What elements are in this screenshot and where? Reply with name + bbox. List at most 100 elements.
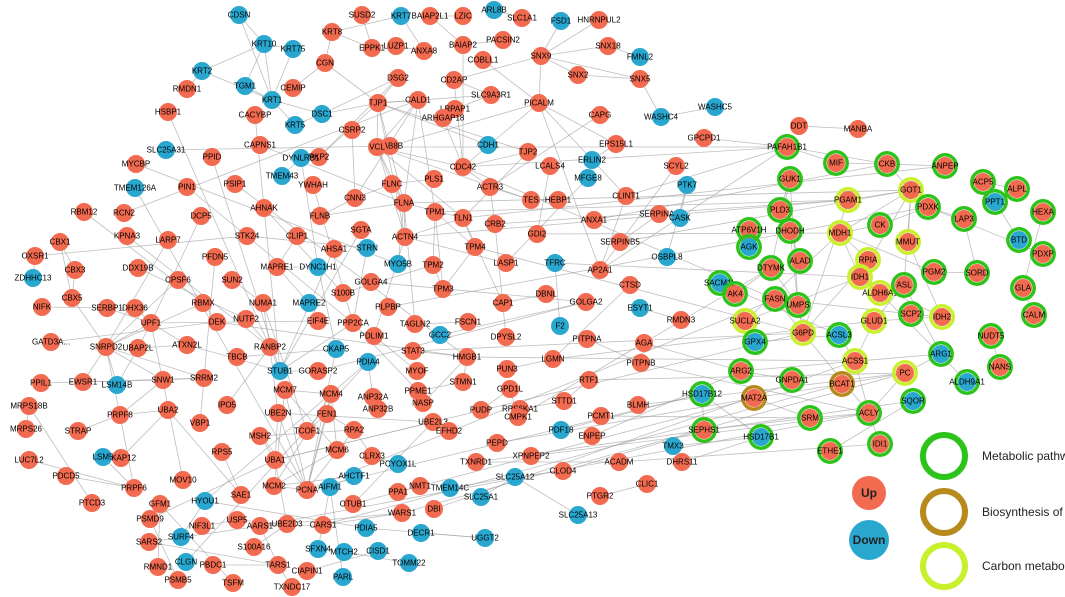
node-CACYBP[interactable]: CACYBP: [239, 106, 272, 124]
node-SARS2[interactable]: SARS2: [136, 533, 163, 551]
node-STAT3[interactable]: STAT3: [401, 342, 425, 360]
node-TOMM22[interactable]: TOMM22: [392, 554, 426, 572]
node-MOV10[interactable]: MOV10: [169, 471, 197, 489]
node-STRAP[interactable]: STRAP: [65, 422, 92, 440]
node-FSCN1[interactable]: FSCN1: [455, 313, 482, 331]
node-KRT10[interactable]: KRT10: [252, 35, 277, 53]
node-PPP2CA[interactable]: PPP2CA: [337, 314, 369, 332]
node-CAP1[interactable]: CAP1: [493, 294, 514, 312]
node-CISD1[interactable]: CISD1: [366, 542, 390, 560]
node-DDT[interactable]: DDT: [790, 117, 808, 135]
node-IDH2[interactable]: IDH2: [929, 304, 955, 330]
node-LZIC[interactable]: LZIC: [454, 7, 472, 25]
node-PPA1[interactable]: PPA1: [388, 483, 408, 501]
node-SUN2[interactable]: SUN2: [221, 271, 243, 289]
node-FLNB[interactable]: FLNB: [310, 207, 330, 225]
node-DHRS11[interactable]: DHRS11: [667, 453, 699, 471]
node-ENPEP[interactable]: ENPEP: [578, 427, 606, 445]
node-LCALS4[interactable]: LCALS4: [535, 157, 565, 175]
node-SURF4[interactable]: SURF4: [168, 528, 195, 546]
node-NUMA1[interactable]: NUMA1: [249, 294, 278, 312]
node-OTUB1[interactable]: OTUB1: [340, 495, 367, 513]
node-CARS1[interactable]: CARS1: [310, 516, 337, 534]
node-NASP[interactable]: NASP: [412, 394, 434, 412]
node-SORD[interactable]: SORD: [964, 260, 990, 286]
node-DDX19B[interactable]: DDX19B: [122, 259, 154, 277]
node-LGMN[interactable]: LGMN: [541, 350, 565, 368]
node-RAB8B[interactable]: RAB8B: [377, 137, 403, 155]
node-EPPK1[interactable]: EPPK1: [359, 39, 385, 57]
node-GOLGA4[interactable]: GOLGA4: [355, 273, 388, 291]
node-DYNLRB1[interactable]: DYNLRB1: [283, 149, 320, 167]
node-CIAPIN1[interactable]: CIAPIN1: [291, 562, 323, 580]
node-SERPINB5[interactable]: SERPINB5: [600, 233, 640, 251]
node-CNN3[interactable]: CNN3: [344, 189, 366, 207]
node-ACLY[interactable]: ACLY: [856, 400, 882, 426]
node-GORASP2[interactable]: GORASP2: [299, 362, 338, 380]
node-NMT1[interactable]: NMT1: [409, 477, 431, 495]
node-SRM[interactable]: SRM: [797, 405, 823, 431]
node-UBE2N[interactable]: UBE2N: [265, 404, 292, 422]
node-LSM5[interactable]: LSM5: [93, 448, 114, 466]
node-ASL[interactable]: ASL: [891, 272, 917, 298]
node-ARG1[interactable]: ARG1: [928, 341, 954, 367]
node-CBX5[interactable]: CBX5: [62, 289, 83, 307]
node-EIF4E[interactable]: EIF4E: [307, 312, 329, 330]
node-BCAT1[interactable]: BCAT1: [829, 371, 855, 397]
node-ACP5[interactable]: ACP5: [970, 169, 996, 195]
node-HSBP1[interactable]: HSBP1: [155, 103, 182, 121]
node-GUK1[interactable]: GUK1: [777, 166, 803, 192]
node-PSIP1[interactable]: PSIP1: [224, 175, 247, 193]
node-NIF3L1[interactable]: NIF3L1: [189, 517, 216, 535]
node-PTK7[interactable]: PTK7: [677, 176, 698, 194]
node-TMEM14C[interactable]: TMEM14C: [431, 479, 469, 497]
node-GPX4[interactable]: GPX4: [742, 329, 768, 355]
node-CALM[interactable]: CALM: [1021, 302, 1047, 328]
node-CKB[interactable]: CKB: [874, 151, 900, 177]
node-PRPF8[interactable]: PRPF8: [107, 406, 133, 424]
node-CLGN[interactable]: CLGN: [175, 553, 197, 571]
node-ALAD[interactable]: ALAD: [787, 248, 813, 274]
node-PDCD5[interactable]: PDCD5: [52, 467, 80, 485]
node-NIFK[interactable]: NIFK: [33, 298, 52, 316]
node-MYOF[interactable]: MYOF: [405, 362, 429, 380]
node-AGK[interactable]: AGK: [736, 234, 762, 260]
node-ALPL[interactable]: ALPL: [1004, 176, 1030, 202]
node-BAIAP2[interactable]: BAIAP2: [449, 36, 478, 54]
node-DECR1[interactable]: DECR1: [407, 524, 435, 542]
node-EWSR1[interactable]: EWSR1: [69, 373, 98, 391]
node-SNX9[interactable]: SNX9: [531, 47, 552, 65]
node-NUTF2[interactable]: NUTF2: [233, 310, 259, 328]
node-UBA1[interactable]: UBA1: [265, 451, 286, 469]
node-SNX5[interactable]: SNX5: [630, 70, 651, 88]
node-HSD17B12[interactable]: HSD17B12: [682, 381, 723, 407]
node-PDIA5[interactable]: PDIA5: [354, 519, 378, 537]
node-ACSS1[interactable]: ACSS1: [842, 348, 869, 374]
node-PC[interactable]: PC: [892, 360, 918, 386]
node-MYCBP[interactable]: MYCBP: [122, 155, 150, 173]
node-PPT1[interactable]: PPT1: [982, 189, 1008, 215]
node-PCMT1[interactable]: PCMT1: [587, 407, 615, 425]
node-PSMB5[interactable]: PSMB5: [164, 571, 192, 589]
node-UBE2D3[interactable]: UBE2D3: [271, 515, 303, 533]
node-PKP2[interactable]: PKP2: [309, 148, 330, 166]
node-EFHD2[interactable]: EFHD2: [436, 422, 463, 440]
node-STTD1[interactable]: STTD1: [551, 392, 577, 410]
node-LARP7[interactable]: LARP7: [155, 231, 181, 249]
node-KRT75[interactable]: KRT75: [281, 40, 306, 58]
node-PDXK[interactable]: PDXK: [915, 194, 941, 220]
node-MCM6[interactable]: MCM6: [325, 441, 349, 459]
node-RBMX[interactable]: RBMX: [191, 294, 215, 312]
node-SNX2[interactable]: SNX2: [568, 66, 589, 84]
node-SNW1[interactable]: SNW1: [151, 371, 175, 389]
node-KPNA3[interactable]: KPNA3: [114, 227, 141, 245]
node-HMGB1[interactable]: HMGB1: [453, 348, 482, 366]
node-DCP5[interactable]: DCP5: [190, 207, 212, 225]
node-ALDH9A1[interactable]: ALDH9A1: [949, 369, 985, 395]
node-STMN1[interactable]: STMN1: [449, 373, 477, 391]
node-PCYOX1L[interactable]: PCYOX1L: [380, 455, 417, 473]
node-MIF[interactable]: MIF: [823, 150, 849, 176]
node-PTCD3[interactable]: PTCD3: [79, 494, 106, 512]
node-RMDN1[interactable]: RMDN1: [173, 80, 202, 98]
node-PARL[interactable]: PARL: [333, 568, 354, 586]
